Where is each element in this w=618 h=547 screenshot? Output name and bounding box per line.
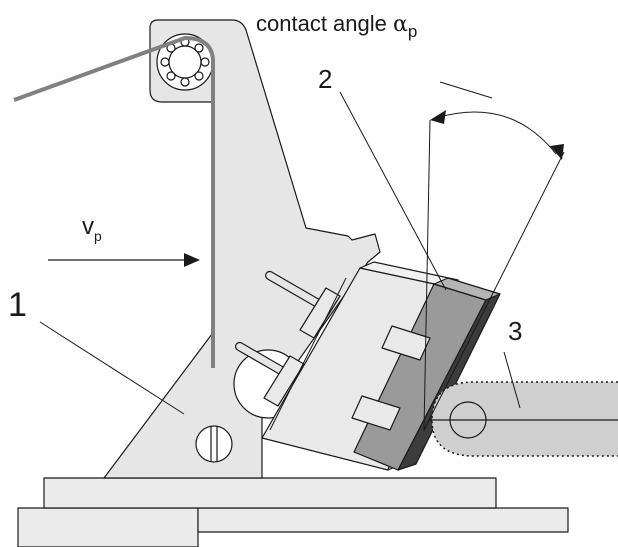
leader-part-1 [39,321,185,415]
contact-angle-arc [435,111,557,155]
chain-bar-part-3 [431,381,618,457]
base-plate-upper [43,477,497,509]
clamp-bar-upper [299,287,341,339]
arc-arrowhead-right-icon [550,144,564,160]
pad-clamp-upper [381,325,431,361]
leader-part-2 [339,91,447,291]
frame-part-1 [103,19,381,479]
pad-reference-line [423,151,565,431]
contact-angle-label: contact angle αp [256,11,417,41]
leader-angle [439,81,493,99]
pad-clamp-lower [351,395,401,431]
label-part-1: 1 [8,286,27,324]
velocity-label: vp [82,213,102,244]
base-plate-right [197,507,569,533]
pulley-icon [156,33,214,91]
wire [13,35,215,368]
leader-part-3 [503,351,521,409]
slotted-screw-icon [195,425,233,463]
label-part-3: 3 [508,316,522,346]
arc-arrowhead-left-icon [430,110,446,124]
velocity-arrowhead-icon [184,253,200,267]
label-part-2: 2 [318,64,332,94]
base-plate-lower [17,507,199,547]
vertical-reference-line [423,119,431,431]
